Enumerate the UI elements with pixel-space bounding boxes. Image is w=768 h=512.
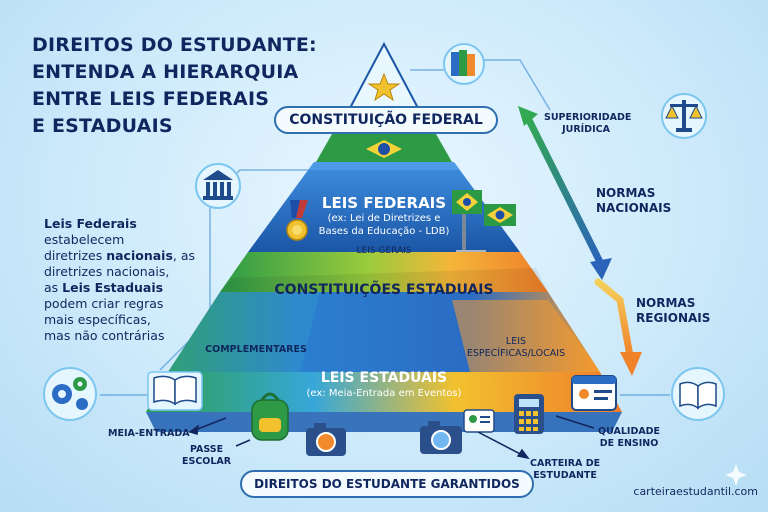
state-laws-example: (ex: Meia-Entrada em Eventos) xyxy=(306,388,462,399)
regional-norms-label: NORMAS REGIONAIS xyxy=(636,296,711,325)
federal-laws-title: LEIS FEDERAIS xyxy=(321,194,447,212)
sparkle-icon xyxy=(725,464,747,486)
complementary-label: COMPLEMENTARES xyxy=(205,344,307,355)
hierarchy-description: Leis Federais estabelecem diretrizes nac… xyxy=(44,216,196,343)
specific-laws-label: LEIS ESPECÍFICAS/LOCAIS xyxy=(466,336,566,359)
gears-icon xyxy=(43,367,97,421)
federal-constitution-banner: CONSTITUIÇÃO FEDERAL xyxy=(274,106,498,134)
open-book-icon xyxy=(671,367,725,421)
superiority-label: SUPERIORIDADE JURÍDICA xyxy=(544,112,632,135)
hierarchy-arrow-regional xyxy=(594,278,642,376)
scales-icon xyxy=(661,93,707,139)
books-icon xyxy=(443,43,485,85)
general-laws-tag: LEIS GERAIS xyxy=(356,246,412,256)
passe-escolar-label: PASSE ESCOLAR xyxy=(182,444,232,467)
state-constitutions-label: CONSTITUIÇÕES ESTADUAIS xyxy=(274,282,494,298)
open-book-icon xyxy=(147,371,203,411)
carteira-label: CARTEIRA DE ESTUDANTE xyxy=(530,458,601,481)
id-card-icon xyxy=(463,409,495,433)
backpack-icon xyxy=(251,392,289,441)
medal-icon xyxy=(286,200,308,241)
federal-laws-example: (ex: Lei de Diretrizes e Bases da Educaç… xyxy=(318,213,450,237)
student-rights-banner: DIREITOS DO ESTUDANTE GARANTIDOS xyxy=(240,470,534,498)
national-norms-label: NORMAS NACIONAIS xyxy=(596,186,672,215)
brazil-flag-icon xyxy=(364,138,404,160)
star-icon xyxy=(367,72,401,102)
state-laws-title: LEIS ESTADUAIS xyxy=(320,370,448,386)
callout-lines xyxy=(188,415,595,460)
page-title: DIREITOS DO ESTUDANTE: ENTENDA A HIERARQ… xyxy=(32,34,317,137)
site-footer[interactable]: carteiraestudantil.com xyxy=(633,485,758,498)
camera-icon xyxy=(420,421,462,454)
courthouse-icon xyxy=(195,163,241,209)
camera-icon xyxy=(306,423,346,456)
id-card-icon xyxy=(571,375,617,411)
qualidade-label: QUALIDADE DE ENSINO xyxy=(598,426,661,449)
calculator-icon xyxy=(514,394,544,434)
meia-entrada-label: MEIA-ENTRADA xyxy=(108,428,190,439)
hierarchy-arrow-national xyxy=(518,106,612,280)
